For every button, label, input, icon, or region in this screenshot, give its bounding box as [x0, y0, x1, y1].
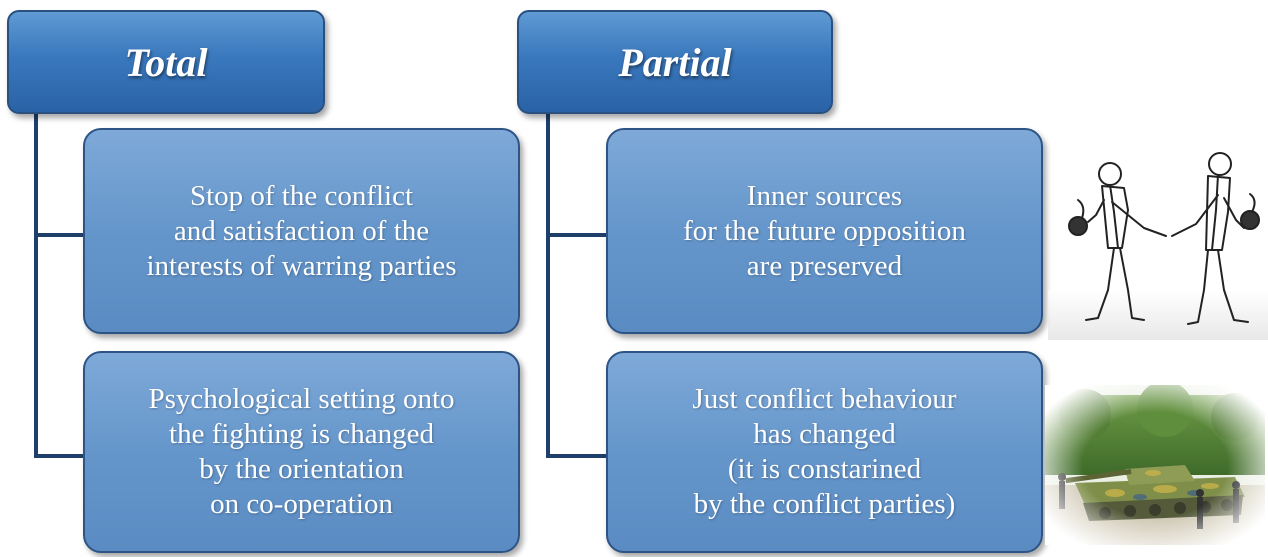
- total-item-1: Stop of the conflict and satisfaction of…: [83, 128, 520, 334]
- partial-heading-text: Partial: [618, 39, 732, 85]
- tank-image: [1045, 385, 1265, 545]
- total-connector-branch-1: [34, 233, 84, 237]
- total-connector-vertical: [34, 112, 38, 458]
- total-heading: Total: [7, 10, 325, 114]
- total-item-1-text: Stop of the conflict and satisfaction of…: [146, 179, 457, 282]
- total-heading-text: Total: [124, 39, 208, 85]
- total-item-2: Psychological setting onto the fighting …: [83, 351, 520, 553]
- partial-item-1: Inner sources for the future opposition …: [606, 128, 1043, 334]
- partial-heading: Partial: [517, 10, 833, 114]
- partial-item-2-text: Just conflict behaviour has changed (it …: [692, 383, 957, 520]
- partial-connector-branch-1: [546, 233, 608, 237]
- total-connector-branch-2: [34, 454, 84, 458]
- partial-connector-vertical: [546, 112, 550, 458]
- total-item-2-text: Psychological setting onto the fighting …: [148, 383, 455, 520]
- partial-item-1-text: Inner sources for the future opposition …: [683, 179, 966, 282]
- partial-item-2: Just conflict behaviour has changed (it …: [606, 351, 1043, 553]
- partial-connector-branch-2: [546, 454, 608, 458]
- handshake-image: [1048, 152, 1268, 340]
